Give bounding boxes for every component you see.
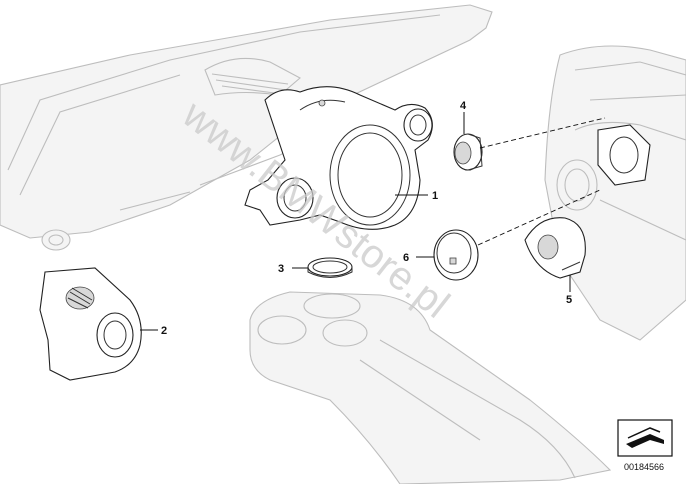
callout-4: 4 bbox=[460, 100, 467, 112]
callout-6: 6 bbox=[403, 252, 409, 264]
instrument-cluster-housing-icon bbox=[244, 86, 433, 230]
callout-2: 2 bbox=[161, 325, 167, 337]
side-vent-trim-icon bbox=[39, 267, 142, 381]
blind-cover-icon bbox=[433, 229, 479, 281]
document-number: 00184566 bbox=[624, 462, 664, 472]
callout-3: 3 bbox=[278, 263, 284, 275]
center-console-icon bbox=[249, 291, 612, 484]
speaker-cover-icon bbox=[524, 217, 586, 279]
callouts: 1 2 3 4 5 6 bbox=[161, 100, 572, 337]
switch-icon bbox=[453, 133, 483, 171]
callout-1: 1 bbox=[432, 190, 438, 202]
sealing-ring-icon bbox=[307, 257, 353, 278]
catalog-arrow-icon bbox=[617, 419, 673, 457]
leader-lines bbox=[140, 112, 606, 331]
callout-5: 5 bbox=[566, 294, 572, 306]
